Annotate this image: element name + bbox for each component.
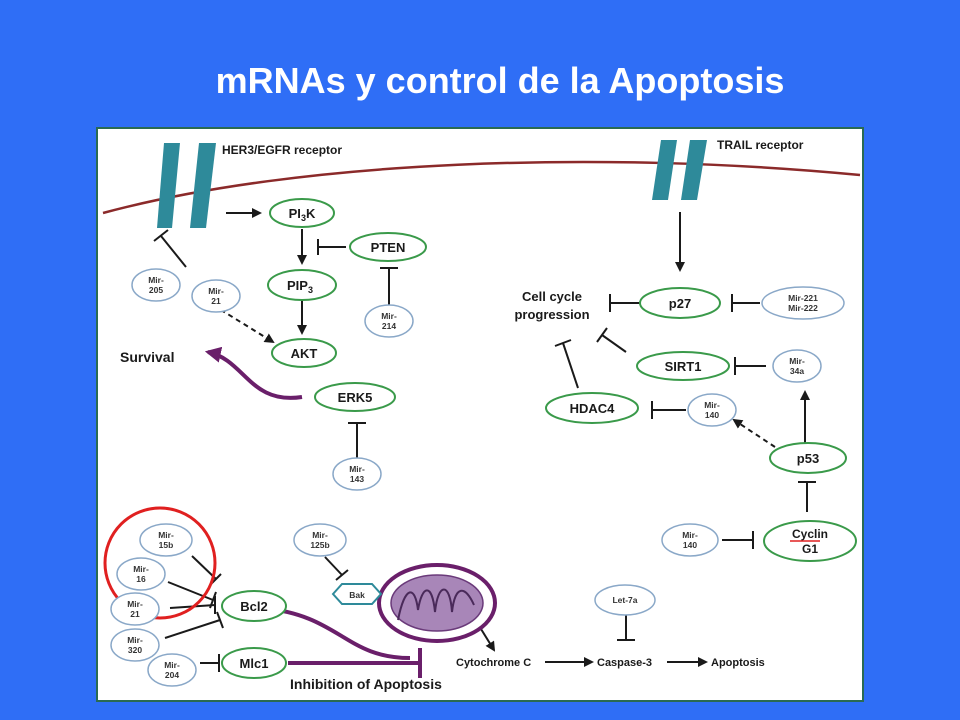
cyclin-label-line1: Cyclin: [792, 527, 828, 541]
mir214-label-1: Mir-: [381, 311, 397, 321]
mir140-top-label-2: 140: [705, 410, 719, 420]
let7a-node: [594, 584, 656, 616]
cytochrome-label: Cytochrome C: [456, 657, 531, 669]
trail-receptor-icon: [652, 140, 707, 200]
sirt1-label: SIRT1: [665, 359, 702, 374]
mir140-bottom-node: [661, 523, 719, 557]
mir140-top-node: [687, 393, 737, 427]
mir204-label-2: 204: [165, 670, 179, 680]
pip3-label: PIP3: [287, 278, 313, 295]
bcl2-inhibition-curve: [261, 606, 411, 660]
mir16-label-2: 16: [136, 574, 146, 584]
mir205-label-1: Mir-: [148, 275, 164, 285]
highlight-circle: [103, 506, 217, 620]
mir140-top-label-1: Mir-: [704, 400, 720, 410]
akt-label: AKT: [291, 346, 318, 361]
cell-cycle-label-2: progression: [514, 307, 589, 322]
mir21-bottom-node: [110, 592, 160, 626]
mir205-node: [131, 268, 181, 302]
mir34a-node: [772, 349, 822, 383]
mir214-node: [364, 304, 414, 338]
let7a-label: Let-7a: [612, 595, 637, 605]
mir21-top-node: [191, 279, 241, 313]
mir221-label: Mir-221: [788, 293, 818, 303]
inhibition-lines: [153, 229, 816, 672]
pi3k-label: PI3K: [289, 206, 316, 223]
mir15b-node: [139, 523, 193, 557]
caspase-label: Caspase-3: [597, 657, 652, 669]
arrow-p53-mir140: [732, 418, 776, 448]
cell-membrane: [102, 160, 861, 215]
mir34a-label-1: Mir-: [789, 356, 805, 366]
pten-node: [349, 232, 427, 262]
mir320-label-1: Mir-: [127, 635, 143, 645]
mlc1-node: [221, 647, 287, 679]
mir320-node: [110, 628, 160, 662]
cyclin-label-line2: G1: [802, 542, 818, 556]
p53-node: [769, 442, 847, 474]
p27-label: p27: [669, 296, 691, 311]
her3-receptor-label: HER3/EGFR receptor: [222, 143, 342, 157]
bak-label: Bak: [349, 590, 365, 600]
mir140-bottom-label-1: Mir-: [682, 530, 698, 540]
mir221-222-node: [761, 286, 845, 320]
bcl2-label: Bcl2: [240, 599, 267, 614]
erk5-label: ERK5: [338, 390, 373, 405]
mir21-top-label-1: Mir-: [208, 286, 224, 296]
pip3-node: [267, 269, 337, 301]
akt-node: [271, 338, 337, 368]
mir222-label: Mir-222: [788, 303, 818, 313]
mir214-label-2: 214: [382, 321, 396, 331]
slide-title: mRNAs y control de la Apoptosis: [215, 60, 785, 101]
mir125b-label-2: 125b: [310, 540, 329, 550]
mir21-bottom-label-2: 21: [130, 609, 140, 619]
mir204-label-1: Mir-: [164, 660, 180, 670]
hdac4-label: HDAC4: [570, 401, 616, 416]
mir125b-label-1: Mir-: [312, 530, 328, 540]
mir16-label-1: Mir-: [133, 564, 149, 574]
mir15b-label-2: 15b: [159, 540, 174, 550]
mir143-label-2: 143: [350, 474, 364, 484]
mir34a-label-2: 34a: [790, 366, 804, 376]
mir204-node: [147, 653, 197, 687]
mir15b-label-1: Mir-: [158, 530, 174, 540]
survival-label: Survival: [120, 349, 174, 365]
hdac4-node: [545, 392, 639, 424]
mir143-label-1: Mir-: [349, 464, 365, 474]
her3-egfr-receptor-icon: [157, 143, 216, 228]
sirt1-node: [636, 351, 730, 381]
mlc1-label: Mlc1: [240, 656, 269, 671]
cell-cycle-label-1: Cell cycle: [522, 289, 582, 304]
mir205-label-2: 205: [149, 285, 163, 295]
mir143-node: [332, 457, 382, 491]
mir320-label-2: 320: [128, 645, 142, 655]
pten-label: PTEN: [371, 240, 406, 255]
mitochondrion-icon: [377, 563, 497, 643]
bak-node: Bak: [331, 583, 383, 605]
bcl2-node: [221, 590, 287, 622]
erk5-node: [314, 382, 396, 412]
arrow-erk5-survival: [204, 346, 303, 400]
p27-node: [639, 287, 721, 319]
mlc1-inhibition-line: [288, 648, 422, 678]
p53-label: p53: [797, 451, 819, 466]
apoptosis-label: Apoptosis: [711, 657, 765, 669]
inhibition-label: Inhibition of Apoptosis: [290, 676, 442, 692]
mir140-bottom-label-2: 140: [683, 540, 697, 550]
trail-receptor-label: TRAIL receptor: [717, 138, 804, 152]
mir21-bottom-label-1: Mir-: [127, 599, 143, 609]
mir125b-node: [293, 523, 347, 557]
mir16-node: [116, 557, 166, 591]
pi3k-node: [269, 198, 335, 228]
mir21-top-label-2: 21: [211, 296, 221, 306]
